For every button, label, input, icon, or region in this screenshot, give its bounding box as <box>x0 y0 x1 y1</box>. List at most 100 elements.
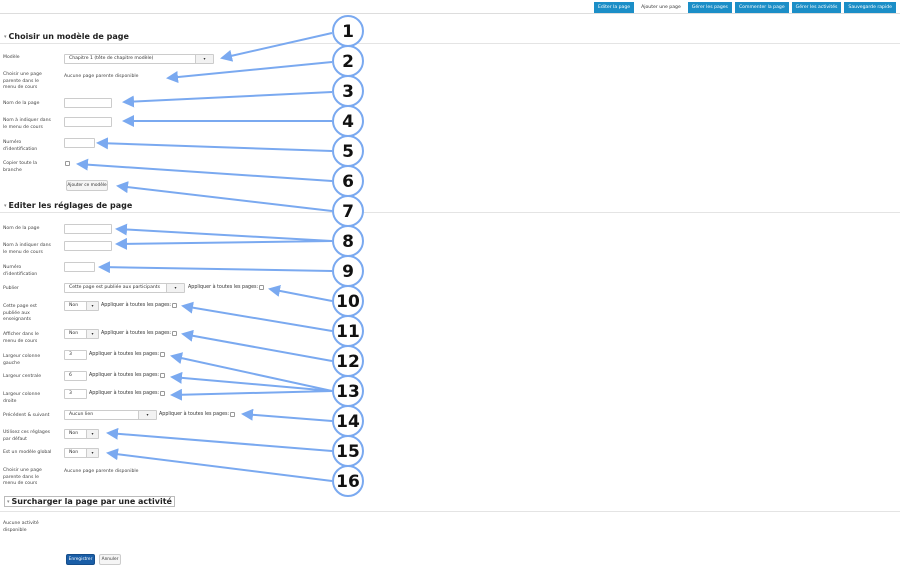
model-select[interactable]: Chapitre 1 (tête de chapitre modèle)▾ <box>64 54 214 64</box>
annotation-2: 2 <box>342 52 354 72</box>
annotation-13: 13 <box>336 382 360 402</box>
annotation-8: 8 <box>342 232 354 252</box>
tab-manage-activities[interactable]: Gérer les activités <box>791 2 842 13</box>
divider <box>0 212 900 213</box>
menu-name-label: Nom à indiquer dans le menu de cours <box>3 118 51 130</box>
teachers-label: Cette page est publiée aux enseignants <box>3 304 37 322</box>
select-value: Aucun lien <box>69 412 94 417</box>
copy-branch-checkbox[interactable] <box>65 161 70 166</box>
apply-all-label: Appliquer à toutes les pages: <box>159 412 230 417</box>
publish-select[interactable]: Cette page est publiée aux participants ▾ <box>64 283 185 293</box>
collapse-icon: ▾ <box>4 34 7 40</box>
apply-all-checkbox[interactable] <box>172 331 178 336</box>
annotation-4: 4 <box>342 112 354 132</box>
chevron-down-icon: ▾ <box>166 284 184 292</box>
annotation-3: 3 <box>342 82 354 102</box>
page-name-label: Nom de la page <box>3 226 40 231</box>
apply-all-checkbox[interactable] <box>259 285 265 290</box>
apply-all-label: Appliquer à toutes les pages: <box>89 373 160 378</box>
apply-all-checkbox[interactable] <box>172 303 178 308</box>
apply-all-checkbox[interactable] <box>160 373 166 378</box>
chevron-down-icon: ▾ <box>86 449 98 457</box>
chevron-down-icon: ▾ <box>86 330 98 338</box>
chevron-down-icon: ▾ <box>86 430 98 438</box>
page-name-label: Nom de la page <box>3 101 40 106</box>
tab-bar: Editer la page Ajouter une page Gérer le… <box>593 2 896 13</box>
apply-all-menu-display[interactable]: Appliquer à toutes les pages: <box>101 331 178 336</box>
apply-all-label: Appliquer à toutes les pages: <box>188 285 259 290</box>
apply-all-label: Appliquer à toutes les pages: <box>101 331 172 336</box>
apply-all-left-width[interactable]: Appliquer à toutes les pages: <box>89 352 166 357</box>
prevnext-select[interactable]: Aucun lien ▾ <box>64 410 157 420</box>
no-activity-text: Aucune activité disponible <box>3 521 39 533</box>
apply-all-center-width[interactable]: Appliquer à toutes les pages: <box>89 373 166 378</box>
menu-name-input[interactable] <box>64 117 112 127</box>
prevnext-label: Précédent & suivant <box>3 413 50 418</box>
apply-all-checkbox[interactable] <box>160 352 166 357</box>
tab-edit-page[interactable]: Editer la page <box>593 2 635 13</box>
select-value: Cette page est publiée aux participants <box>69 285 160 290</box>
apply-all-publish[interactable]: Appliquer à toutes les pages: <box>188 285 265 290</box>
collapse-icon: ▾ <box>4 203 7 209</box>
select-value: Non <box>69 450 79 455</box>
chevron-down-icon: ▾ <box>86 302 98 310</box>
annotation-12: 12 <box>336 352 360 372</box>
tab-manage-pages[interactable]: Gérer les pages <box>687 2 732 13</box>
annotation-9: 9 <box>342 262 354 282</box>
apply-all-label: Appliquer à toutes les pages: <box>89 391 160 396</box>
apply-all-checkbox[interactable] <box>160 391 166 396</box>
save-button[interactable]: Enregistrer <box>66 554 95 565</box>
center-width-label: Largeur centrale <box>3 374 42 379</box>
section-choose-model[interactable]: ▾Choisir un modèle de page <box>4 32 129 41</box>
apply-all-label: Appliquer à toutes les pages: <box>101 303 172 308</box>
apply-all-right-width[interactable]: Appliquer à toutes les pages: <box>89 391 166 396</box>
annotation-15: 15 <box>336 442 360 462</box>
menu-name-input-2[interactable] <box>64 241 112 251</box>
add-model-button[interactable]: Ajouter ce modèle <box>66 180 108 191</box>
id-number-label: Numéro d'identification <box>3 140 38 152</box>
cancel-button[interactable]: Annuler <box>99 554 121 565</box>
apply-all-checkbox[interactable] <box>230 412 236 417</box>
divider <box>0 511 900 512</box>
apply-all-teachers[interactable]: Appliquer à toutes les pages: <box>101 303 178 308</box>
select-value: Chapitre 1 (tête de chapitre modèle) <box>69 56 154 61</box>
teachers-select[interactable]: Non ▾ <box>64 301 99 311</box>
copy-branch-label: Copier toute la branche <box>3 161 38 173</box>
center-width-input[interactable]: 6 <box>64 371 87 381</box>
divider <box>0 13 900 14</box>
tab-comment-page[interactable]: Commenter la page <box>734 2 789 13</box>
apply-all-label: Appliquer à toutes les pages: <box>89 352 160 357</box>
id-number-input[interactable] <box>64 138 95 148</box>
global-model-select[interactable]: Non ▾ <box>64 448 99 458</box>
section-edit-settings[interactable]: ▾Editer les réglages de page <box>4 201 132 210</box>
parent-page-label: Choisir une page parente dans le menu de… <box>3 72 42 90</box>
parent-page-value: Aucune page parente disponible <box>64 469 139 474</box>
annotation-6: 6 <box>342 172 354 192</box>
section-title: Choisir un modèle de page <box>8 32 129 41</box>
id-number-input-2[interactable] <box>64 262 95 272</box>
page-name-input[interactable] <box>64 98 112 108</box>
left-width-input[interactable]: 3 <box>64 350 87 360</box>
chevron-down-icon: ▾ <box>138 411 156 419</box>
right-width-input[interactable]: 3 <box>64 389 87 399</box>
apply-all-prevnext[interactable]: Appliquer à toutes les pages: <box>159 412 236 417</box>
page-name-input-2[interactable] <box>64 224 112 234</box>
select-value: Non <box>69 303 79 308</box>
annotation-5: 5 <box>342 142 354 162</box>
select-value: Non <box>69 331 79 336</box>
annotation-10: 10 <box>336 292 360 312</box>
defaults-select[interactable]: Non▾ <box>64 429 99 439</box>
tab-add-page[interactable]: Ajouter une page <box>637 2 685 13</box>
menu-display-label: Afficher dans le menu de cours <box>3 332 39 344</box>
section-title: Surcharger la page par une activité <box>11 497 172 506</box>
annotation-14: 14 <box>336 412 360 432</box>
model-label: Modèle <box>3 55 20 60</box>
tab-quick-backup[interactable]: Sauvegarde rapide <box>844 2 896 13</box>
publish-label: Publier <box>3 286 19 291</box>
annotation-11: 11 <box>336 322 360 342</box>
divider <box>0 43 900 44</box>
section-override-activity[interactable]: ▾Surcharger la page par une activité <box>4 496 175 507</box>
menu-display-select[interactable]: Non ▾ <box>64 329 99 339</box>
parent-page-value: Aucune page parente disponible <box>64 74 139 79</box>
id-number-label: Numéro d'identification <box>3 265 38 277</box>
